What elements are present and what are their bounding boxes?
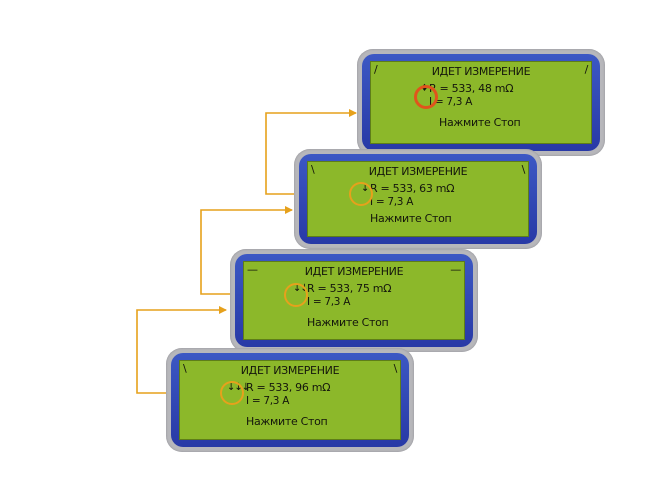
measurement-title: ИДЕТ ИЗМЕРЕНИЕ [304,265,404,278]
corner-mark-right: \ [521,163,526,176]
lcd-display: \ \ ИДЕТ ИЗМЕРЕНИЕ ↓ R = 533, 63 mΩ I = … [307,161,529,237]
lcd-bezel: — — ИДЕТ ИЗМЕРЕНИЕ ↓↓ R = 533, 75 mΩ I =… [235,254,473,347]
measurement-title: ИДЕТ ИЗМЕРЕНИЕ [431,65,531,78]
lcd-screen-3: — — ИДЕТ ИЗМЕРЕНИЕ ↓↓ R = 533, 75 mΩ I =… [230,249,478,352]
indicator-highlight-ring-2 [349,182,373,206]
resistance-readout: R = 533, 75 mΩ [307,282,392,295]
current-readout: I = 7,3 A [246,395,290,407]
lcd-bezel: \ \ ИДЕТ ИЗМЕРЕНИЕ ↓ R = 533, 63 mΩ I = … [299,154,537,244]
lcd-screen-2: \ \ ИДЕТ ИЗМЕРЕНИЕ ↓ R = 533, 63 mΩ I = … [294,149,542,249]
stop-prompt: Нажмите Стоп [307,316,389,329]
current-readout: I = 7,3 A [307,296,351,308]
measurement-title: ИДЕТ ИЗМЕРЕНИЕ [240,364,340,377]
lcd-screen-4: \ \ ИДЕТ ИЗМЕРЕНИЕ ↓↓↓ R = 533, 96 mΩ I … [166,348,414,452]
current-readout: I = 7,3 A [429,96,473,108]
lcd-display: / / ИДЕТ ИЗМЕРЕНИЕ ♦ R = 533, 48 mΩ I = … [370,61,592,144]
lcd-display: \ \ ИДЕТ ИЗМЕРЕНИЕ ↓↓↓ R = 533, 96 mΩ I … [179,360,401,440]
indicator-highlight-ring-3 [284,283,308,307]
stop-prompt: Нажмите Стоп [246,415,328,428]
corner-mark-left: \ [183,362,187,375]
resistance-readout: R = 533, 48 mΩ [429,82,514,95]
lcd-bezel: \ \ ИДЕТ ИЗМЕРЕНИЕ ↓↓↓ R = 533, 96 mΩ I … [171,353,409,447]
measurement-title: ИДЕТ ИЗМЕРЕНИЕ [368,165,468,178]
current-readout: I = 7,3 A [370,196,414,208]
corner-mark-right: \ [393,362,398,375]
lcd-screen-1: / / ИДЕТ ИЗМЕРЕНИЕ ♦ R = 533, 48 mΩ I = … [357,49,605,156]
corner-mark-left: \ [311,163,315,176]
corner-mark-right: — [450,263,461,276]
corner-mark-left: — [247,263,258,276]
indicator-highlight-ring-1 [414,85,438,109]
stop-prompt: Нажмите Стоп [439,116,521,129]
indicator-highlight-ring-4 [220,381,244,405]
resistance-readout: R = 533, 63 mΩ [370,182,455,195]
corner-mark-left: / [374,63,378,76]
corner-mark-right: / [584,63,589,76]
stop-prompt: Нажмите Стоп [370,212,452,225]
resistance-readout: R = 533, 96 mΩ [246,381,331,394]
lcd-display: — — ИДЕТ ИЗМЕРЕНИЕ ↓↓ R = 533, 75 mΩ I =… [243,261,465,340]
lcd-bezel: / / ИДЕТ ИЗМЕРЕНИЕ ♦ R = 533, 48 mΩ I = … [362,54,600,151]
